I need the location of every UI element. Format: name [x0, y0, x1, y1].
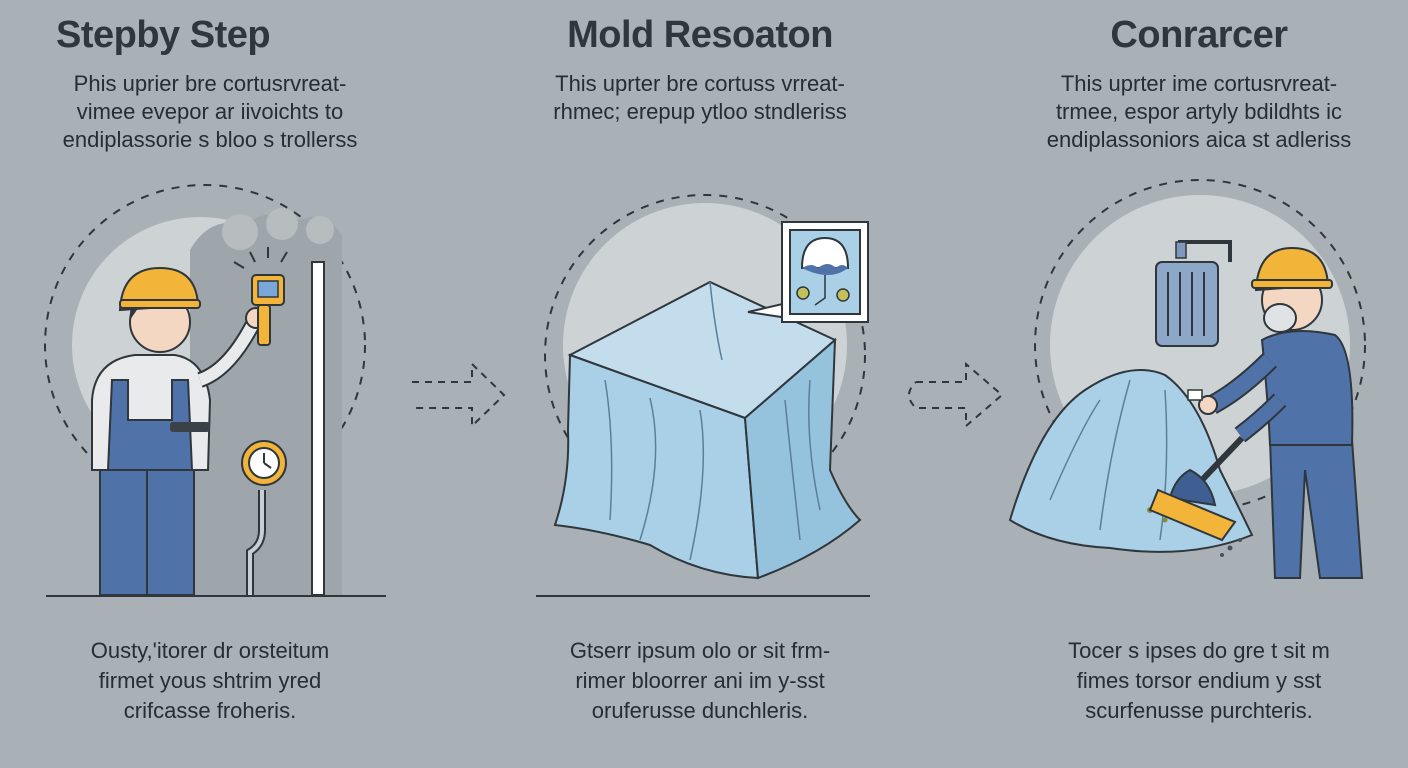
step-description: Phis uprier bre cortusrvreat- vimee evep…: [62, 71, 358, 152]
containment-illustration: [544, 194, 869, 580]
pressure-gauge-icon: [241, 440, 287, 595]
step-footer: Ousty,'itorer dr orsteitum firmet yous s…: [90, 638, 330, 723]
step-title: Stepby Step: [56, 14, 271, 56]
wall-icon: [190, 208, 342, 596]
step-panel-removal: Conrarcer This uprter ime cortusrvreat- …: [990, 0, 1408, 768]
vacuum-icon: [1148, 435, 1245, 542]
step-title: Conrarcer: [1110, 14, 1288, 56]
worker-icon: [91, 266, 267, 596]
worker-respirator-icon: [1187, 246, 1364, 579]
containment-tent-icon: [553, 280, 862, 580]
step-footer: Tocer s ipses do gre t sit m fimes torso…: [1068, 638, 1330, 723]
step-footer: Gtserr ipsum olo or sit frm- rimer bloor…: [569, 638, 831, 723]
step-panel-containment: Mold Resoaton This uprter bre cortuss vr…: [500, 0, 900, 768]
step-panel-inspection: Stepby Step Phis uprier bre cortusrvreat…: [0, 0, 420, 768]
arrow-right-icon: [412, 361, 506, 429]
step-description: This uprter bre cortuss vrreat- rhmec; e…: [553, 71, 847, 124]
inspection-illustration: [44, 184, 366, 596]
moisture-meter-icon: [233, 247, 288, 346]
air-scrubber-icon: [1155, 240, 1232, 347]
step-description: This uprter ime cortusrvreat- trmee, esp…: [1046, 71, 1352, 152]
ground-line: [46, 595, 386, 597]
step-title: Mold Resoaton: [567, 14, 833, 56]
mold-sample-icon: [747, 221, 869, 323]
ground-line: [536, 595, 870, 597]
removal-illustration: [1008, 179, 1366, 579]
arrow-right-icon: [908, 361, 1004, 429]
